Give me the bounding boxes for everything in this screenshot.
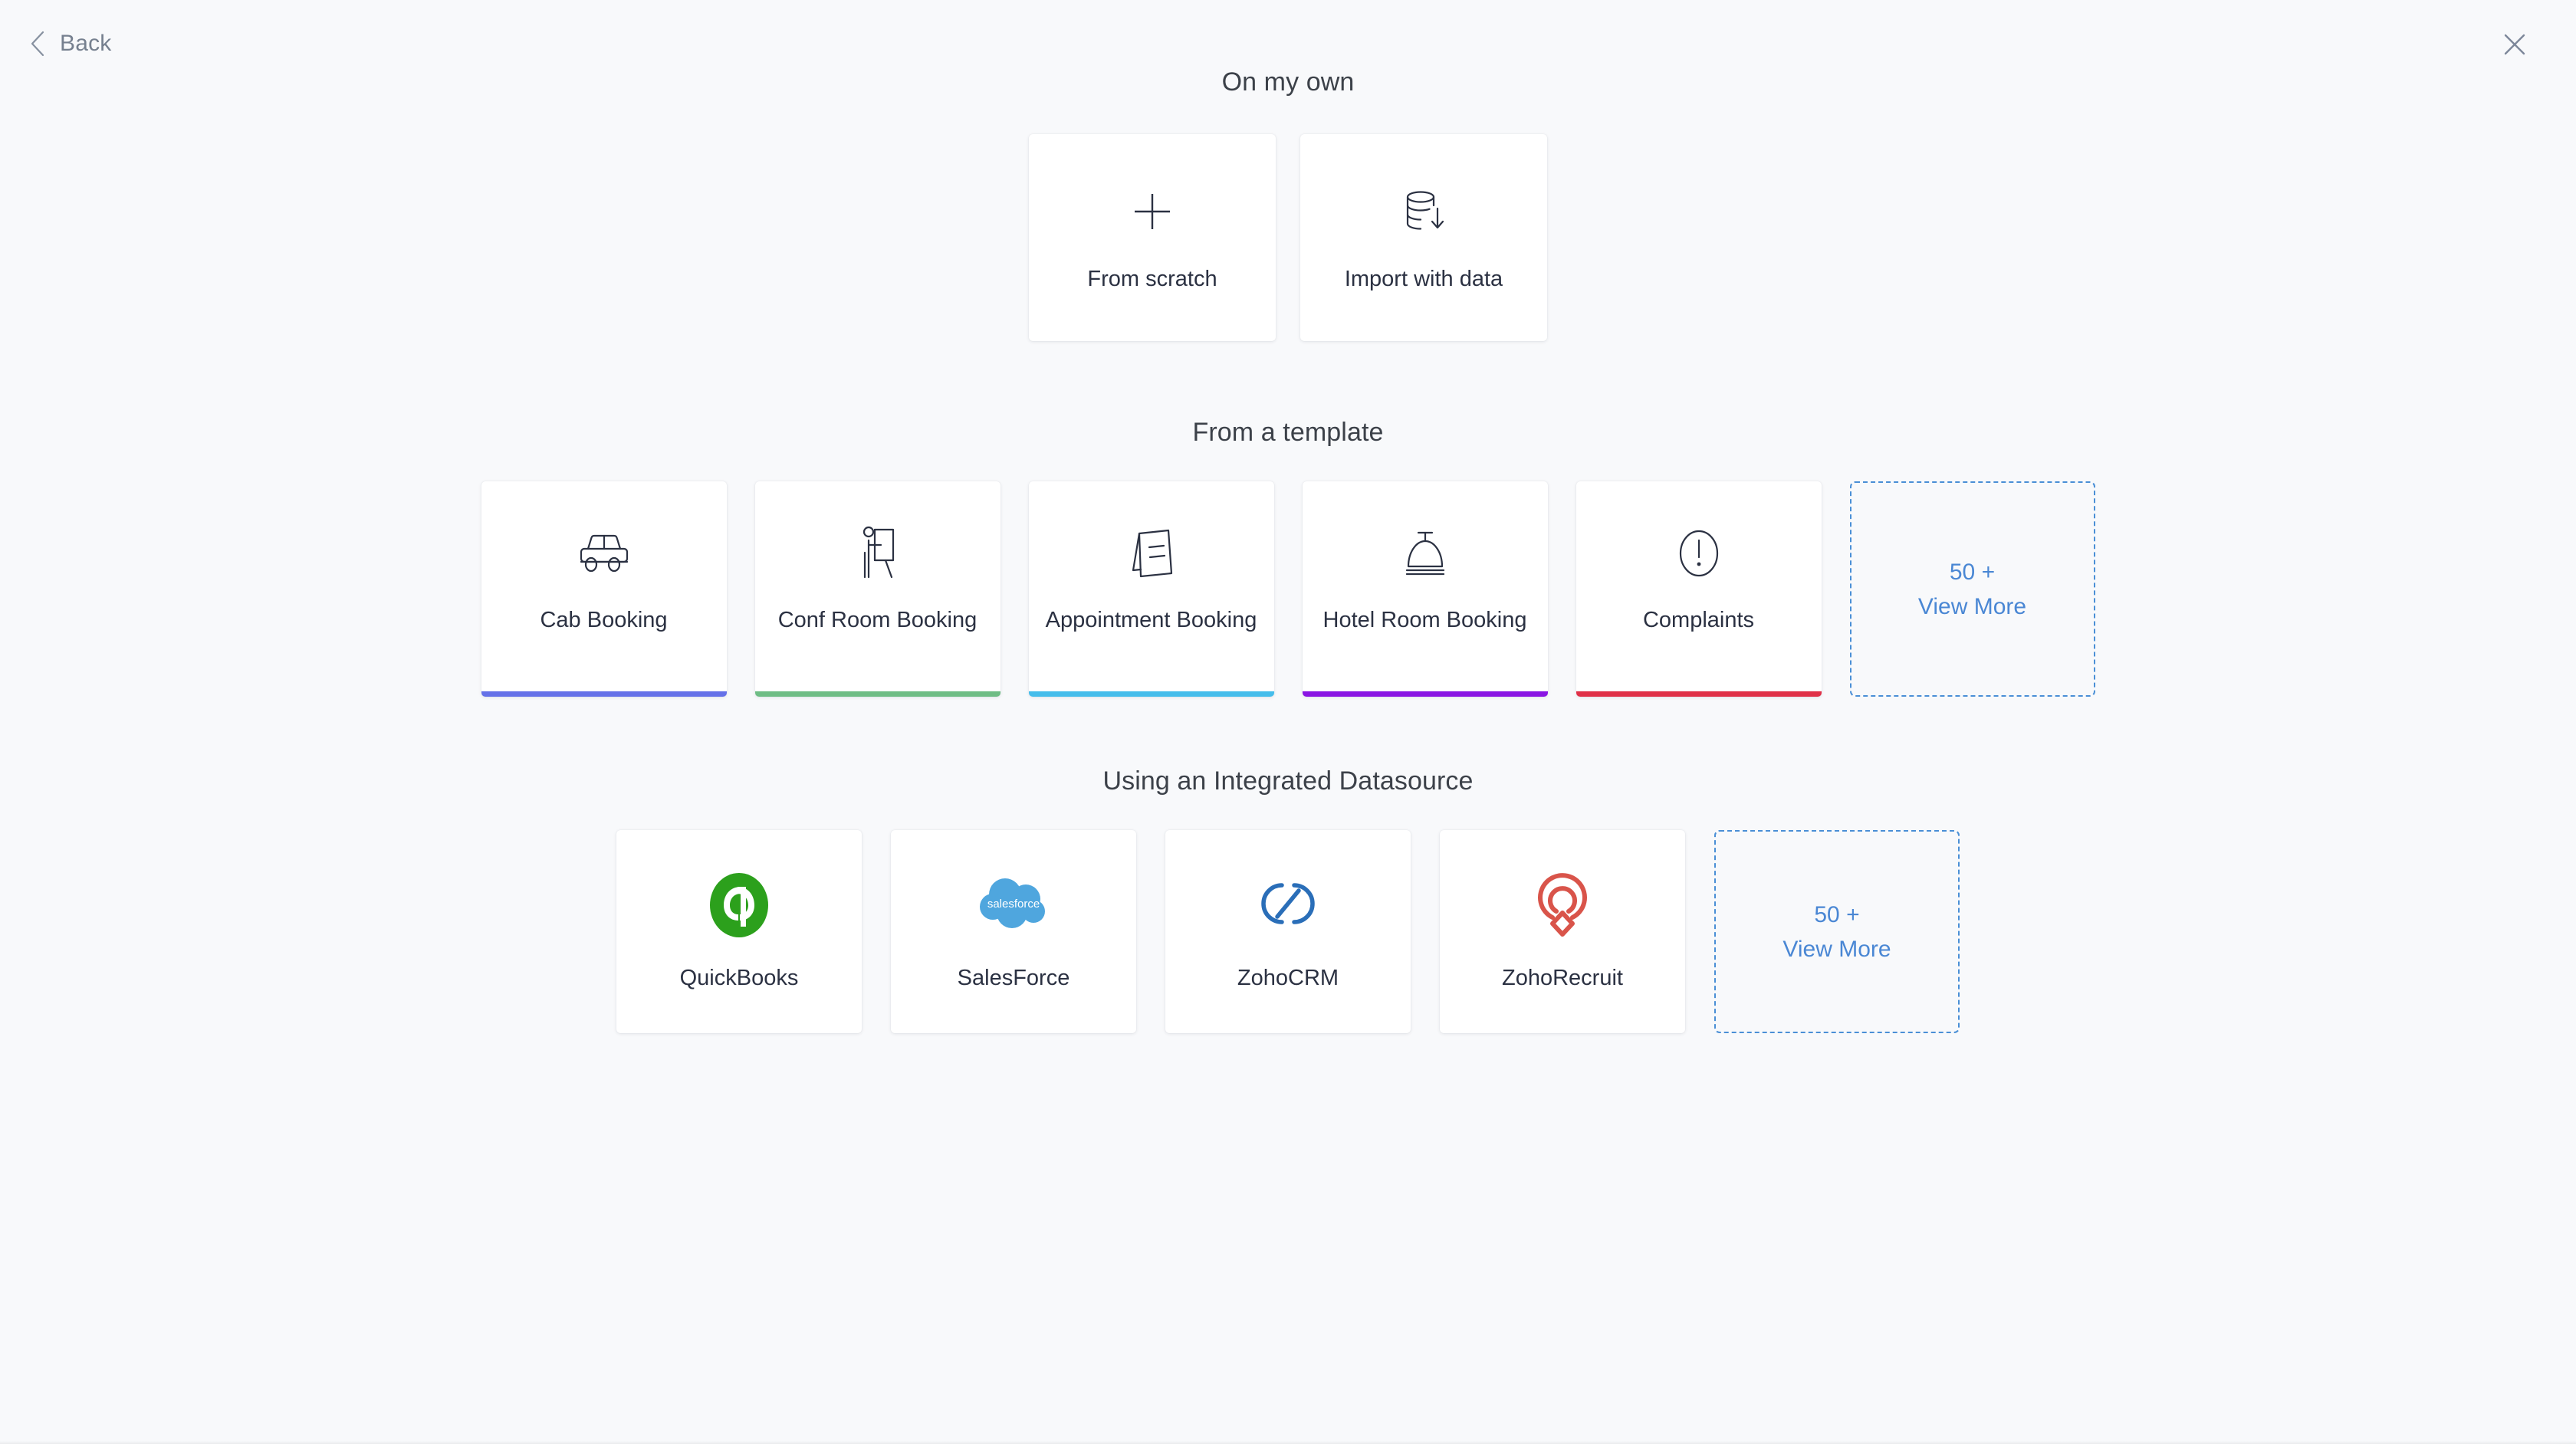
datasource-card-row: QuickBooks salesforce [0,830,2576,1033]
section-from-a-template: From a template Cab Booking [0,418,2576,697]
card-label: Appointment Booking [1045,608,1257,632]
card-appointment-booking[interactable]: Appointment Booking [1028,481,1274,697]
chevron-left-icon [29,31,46,57]
back-button[interactable]: Back [29,31,112,57]
card-label: SalesForce [957,966,1070,990]
card-zohorecruit-logo-card[interactable]: ZohoRecruit [1440,830,1685,1033]
card-conf-room-booking[interactable]: Conf Room Booking [754,481,1001,697]
card-hotel-room-booking[interactable]: Hotel Room Booking [1302,481,1548,697]
card-label: Cab Booking [540,608,668,632]
card-label: ZohoRecruit [1502,966,1623,990]
zohorecruit-logo [1533,870,1592,940]
section-title-on-my-own: On my own [1221,67,1355,97]
accent-bar [1576,691,1822,697]
close-icon[interactable] [2496,26,2533,63]
card-label: ZohoCRM [1237,966,1339,990]
card-label: Complaints [1642,608,1755,632]
template-card-row: Cab Booking Conf Room Booking [0,481,2576,697]
card-label: Hotel Room Booking [1322,608,1527,632]
svg-text:salesforce: salesforce [987,898,1040,911]
view-more-label: View More [1917,593,2027,619]
database-import-icon [1396,182,1451,241]
car-icon [573,524,636,583]
service-bell-icon [1398,524,1453,583]
card-quickbooks[interactable]: QuickBooks [616,830,862,1033]
card-cab-booking[interactable]: Cab Booking [481,481,727,697]
accent-bar [1028,691,1274,697]
table-tent-icon [1124,524,1179,583]
back-label: Back [60,31,112,56]
presentation-icon [855,524,901,583]
section-integrated-datasource: Using an Integrated Datasource QuickBook… [0,766,2576,1033]
section-title-integrated-datasource: Using an Integrated Datasource [1102,766,1474,796]
card-label: From scratch [1087,267,1217,291]
salesforce-logo: salesforce [972,870,1055,940]
card-label: Import with data [1344,267,1503,291]
accent-bar [1302,691,1548,697]
view-more-count: 50 + [1814,901,1860,927]
section-title-from-a-template: From a template [1192,418,1384,447]
card-import-with-data[interactable]: Import with data [1300,134,1547,341]
alert-circle-icon [1675,524,1723,583]
on-my-own-card-row: From scratch Import with data [0,134,2576,341]
view-more-datasources-button[interactable]: 50 + View More [1714,830,1960,1033]
accent-bar [754,691,1001,697]
view-more-templates-button[interactable]: 50 + View More [1849,481,2095,697]
plus-icon [1129,182,1176,241]
card-complaints[interactable]: Complaints [1576,481,1822,697]
section-on-my-own: On my own From scratch [0,67,2576,341]
bottom-edge-divider [0,1441,2576,1444]
card-salesforce[interactable]: salesforce SalesForce [891,830,1136,1033]
view-more-label: View More [1783,936,1891,962]
view-more-count: 50 + [1949,559,1996,585]
card-zohocrm[interactable]: ZohoCRM [1165,830,1411,1033]
quickbooks-logo [707,870,771,940]
card-label: QuickBooks [679,966,799,990]
zohocrm-logo [1254,870,1322,940]
card-from-scratch[interactable]: From scratch [1029,134,1276,341]
card-label: Conf Room Booking [777,608,978,632]
accent-bar [481,691,727,697]
